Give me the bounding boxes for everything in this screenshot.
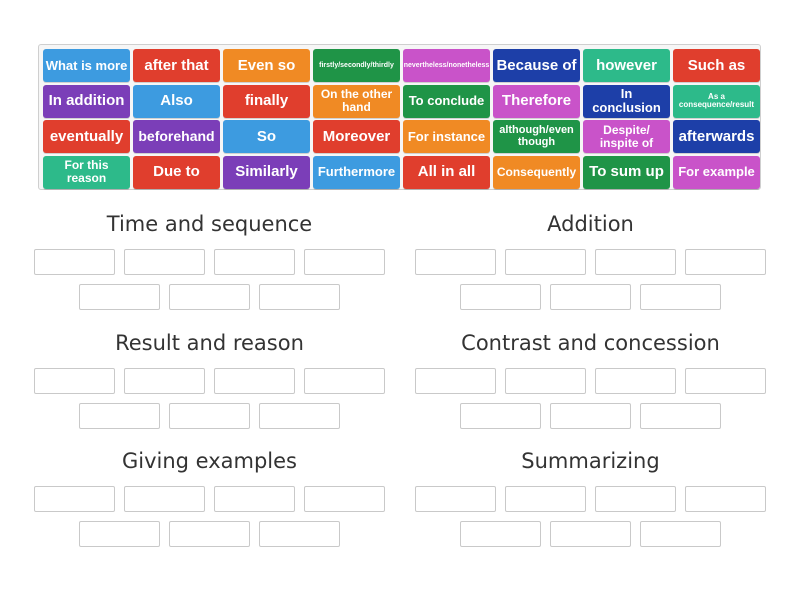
drop-slot[interactable] <box>124 486 205 512</box>
word-tile[interactable]: In addition <box>43 84 130 118</box>
word-tile[interactable]: however <box>583 49 670 82</box>
word-tile[interactable]: As a consequence/result <box>673 84 760 118</box>
word-tile[interactable]: Also <box>133 84 220 118</box>
drop-slot[interactable] <box>640 521 721 547</box>
drop-slot[interactable] <box>304 249 385 275</box>
drop-slot[interactable] <box>595 249 676 275</box>
drop-slot[interactable] <box>595 367 676 394</box>
drop-slot[interactable] <box>124 367 205 394</box>
drop-slot[interactable] <box>550 402 631 429</box>
word-tile[interactable]: Furthermore <box>313 155 400 189</box>
word-tile[interactable]: firstly/secondly/thirdly <box>313 49 400 82</box>
group-title: Result and reason <box>115 330 304 355</box>
drop-slot[interactable] <box>214 367 295 394</box>
word-tile[interactable]: To conclude <box>403 84 490 118</box>
drop-slot[interactable] <box>505 249 586 275</box>
drop-slot[interactable] <box>79 284 160 310</box>
drop-slot[interactable] <box>79 521 160 547</box>
drop-slot[interactable] <box>595 486 676 512</box>
drop-slot[interactable] <box>505 486 586 512</box>
word-tile[interactable]: eventually <box>43 120 130 153</box>
word-tile[interactable]: On the other hand <box>313 84 400 118</box>
word-tile[interactable]: All in all <box>403 155 490 189</box>
word-tile[interactable]: In conclusion <box>583 84 670 118</box>
drop-slot[interactable] <box>124 249 205 275</box>
drop-slot[interactable] <box>685 367 766 394</box>
drop-slot[interactable] <box>460 284 541 310</box>
drop-slot[interactable] <box>169 521 250 547</box>
group-title: Giving examples <box>121 449 297 473</box>
word-tile[interactable]: after that <box>133 49 220 82</box>
word-tile[interactable]: beforehand <box>133 120 220 153</box>
drop-slot[interactable] <box>550 284 631 310</box>
drop-slot[interactable] <box>550 521 631 547</box>
drop-slot[interactable] <box>34 486 115 512</box>
word-tile[interactable]: Therefore <box>493 84 580 118</box>
drop-slot[interactable] <box>169 284 250 310</box>
drop-slot[interactable] <box>34 367 115 394</box>
group-title: Summarizing <box>521 449 660 473</box>
group-title: Time and sequence <box>106 212 313 236</box>
word-tile[interactable]: Such as <box>673 49 760 82</box>
word-tile[interactable]: For example <box>673 155 760 189</box>
word-tile[interactable]: Due to <box>133 155 220 189</box>
drop-slot[interactable] <box>169 402 250 429</box>
drop-slot[interactable] <box>460 402 541 429</box>
word-tile[interactable]: So <box>223 120 310 153</box>
drop-slot[interactable] <box>415 486 496 512</box>
word-tile[interactable]: Similarly <box>223 155 310 189</box>
word-tile[interactable]: For instance <box>403 120 490 153</box>
word-tile[interactable]: What is more <box>43 49 130 82</box>
drop-slot[interactable] <box>685 249 766 275</box>
word-tile[interactable]: To sum up <box>583 155 670 189</box>
drop-slot[interactable] <box>259 402 340 429</box>
drop-slot[interactable] <box>214 249 295 275</box>
word-tile[interactable]: Even so <box>223 49 310 82</box>
drop-slot[interactable] <box>415 249 496 275</box>
word-tile[interactable]: although/even though <box>493 120 580 153</box>
word-tile[interactable]: finally <box>223 84 310 118</box>
drop-slot[interactable] <box>304 486 385 512</box>
word-tile[interactable]: Consequently <box>493 155 580 189</box>
word-tile[interactable]: nevertheless/nonetheless <box>403 49 490 82</box>
drop-slot[interactable] <box>640 284 721 310</box>
group-title: Contrast and concession <box>461 330 720 355</box>
drop-slot[interactable] <box>460 521 541 547</box>
word-tile[interactable]: Moreover <box>313 120 400 153</box>
drop-slot[interactable] <box>79 402 160 429</box>
drop-slot[interactable] <box>415 367 496 394</box>
word-tile[interactable]: Despite/ inspite of <box>583 120 670 153</box>
word-tile[interactable]: For this reason <box>43 155 130 189</box>
drop-slot[interactable] <box>685 486 766 512</box>
drop-slot[interactable] <box>34 249 115 275</box>
group-title: Addition <box>547 212 634 236</box>
drop-slot[interactable] <box>259 284 340 310</box>
drop-slot[interactable] <box>259 521 340 547</box>
word-tile[interactable]: afterwards <box>673 120 760 153</box>
drop-slot[interactable] <box>304 367 385 394</box>
drop-slot[interactable] <box>505 367 586 394</box>
word-tile[interactable]: Because of <box>493 49 580 82</box>
drop-slot[interactable] <box>640 402 721 429</box>
drop-slot[interactable] <box>214 486 295 512</box>
